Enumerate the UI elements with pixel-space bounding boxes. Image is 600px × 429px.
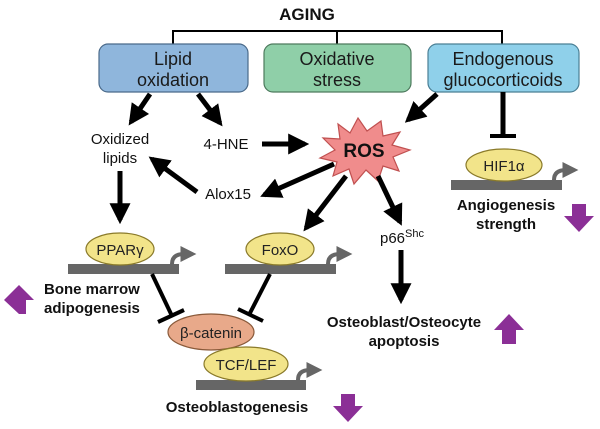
tcf-transcription-arrow [296,362,323,381]
osteo-label: Osteoblastogenesis [166,399,309,416]
angio-label-1: Angiogenesis [457,197,555,214]
inhibit-foxo-to-catenin [248,273,272,314]
oxidative-label-1: Oxidative [299,49,374,69]
adipo-label-1: Bone marrow [44,281,140,298]
oxidative-box [263,43,412,93]
ppar-label: PPARγ [96,242,144,259]
source-lipid-oxidation: Lipid oxidation [98,43,249,93]
beta-catenin-label: β-catenin [180,325,242,342]
hif-label: HIF1α [483,158,525,175]
osteo-down-arrow-icon [333,394,363,422]
ros-starburst [318,116,412,186]
hif-dna-bar [451,180,562,190]
catenin-complex: β-catenin TCF/LEF [167,313,323,390]
hif-transcription-arrow [552,162,579,181]
aging-bracket [172,30,503,44]
beta-catenin-ellipse [167,313,255,351]
oxidized-lipids-label-1: Oxidized [91,131,149,148]
arrow-lipid-to-oxidized [128,92,153,126]
hif-ellipse [465,148,543,182]
tcf-dna-bar [196,380,306,390]
tcf-label: TCF/LEF [216,357,277,374]
gluco-label-1: Endogenous [452,49,553,69]
foxo-label: FoxO [262,242,299,259]
ppar-transcription-arrow [170,246,197,265]
source-glucocorticoids: Endogenous glucocorticoids [427,43,580,93]
apoptosis-label-2: apoptosis [369,333,440,350]
tcf-ellipse [203,346,289,382]
arrow-ros-to-p66 [375,174,403,226]
adipo-label-2: adipogenesis [44,300,140,317]
lipid-label-2: oxidation [137,70,209,90]
inhibit-ppar-to-catenin [150,273,174,317]
hne-label: 4-HNE [203,136,248,153]
lipid-label-1: Lipid [154,49,192,69]
ppar-ellipse [85,232,155,266]
inhibit-bar-ppar [157,308,185,324]
ros-label: ROS [343,141,384,162]
alox15-label: Alox15 [205,186,251,203]
gluco-label-2: glucocorticoids [443,70,562,90]
oxidized-lipids-label-2: lipids [103,150,137,167]
source-oxidative-stress: Oxidative stress [263,43,412,93]
foxo-transcription-arrow [326,246,353,265]
arrow-alox15-to-oxidized [148,156,199,195]
oxidative-label-2: stress [313,70,361,90]
foxo-ellipse [245,232,315,266]
arrow-gluco-to-ros [404,92,439,123]
angio-down-arrow-icon [564,204,594,232]
apoptosis-label-1: Osteoblast/Osteocyte [327,314,481,331]
adipo-up-arrow-icon [4,285,34,314]
inhibit-bar-foxo [237,307,264,323]
arrow-ros-to-alox15 [260,161,336,198]
foxo-dna-bar [225,264,336,274]
arrow-lipid-to-hne [196,92,223,127]
apoptosis-up-arrow-icon [494,314,524,344]
angio-label-2: strength [476,216,536,233]
ppar-dna-bar [68,264,179,274]
lipid-box [98,43,249,93]
arrow-ros-to-foxo [303,174,348,232]
foxo-gene: FoxO [225,232,353,274]
ppar-gene: PPARγ [68,232,197,274]
hif-gene: HIF1α [451,148,579,190]
p66-label: p66Shc [380,228,424,247]
aging-title: AGING [279,5,335,24]
